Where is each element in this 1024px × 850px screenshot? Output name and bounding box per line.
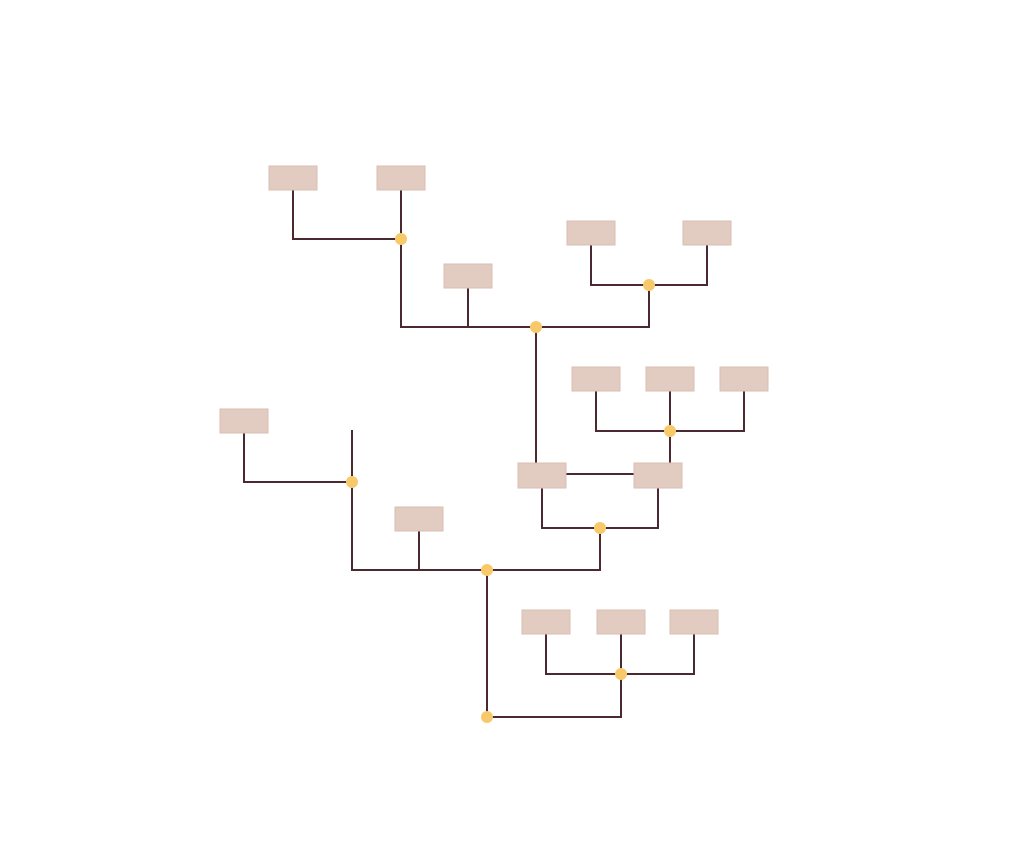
union-node[interactable] xyxy=(530,321,542,333)
union-node[interactable] xyxy=(395,233,407,245)
connector-line xyxy=(243,433,352,483)
person-box[interactable] xyxy=(682,220,732,246)
person-box[interactable] xyxy=(394,506,444,532)
connector-line xyxy=(486,570,622,718)
person-box[interactable] xyxy=(566,220,616,246)
person-box[interactable] xyxy=(669,609,719,635)
person-box[interactable] xyxy=(268,165,318,191)
person-box[interactable] xyxy=(521,609,571,635)
union-node[interactable] xyxy=(615,668,627,680)
person-box[interactable] xyxy=(571,366,621,392)
person-box[interactable] xyxy=(517,462,567,489)
union-node[interactable] xyxy=(594,522,606,534)
person-box[interactable] xyxy=(719,366,769,392)
person-box[interactable] xyxy=(219,408,269,434)
connector-lines xyxy=(243,190,745,718)
union-node[interactable] xyxy=(664,425,676,437)
union-node[interactable] xyxy=(346,476,358,488)
connector-line xyxy=(351,430,601,571)
person-box[interactable] xyxy=(596,609,646,635)
person-boxes xyxy=(219,165,769,635)
union-node[interactable] xyxy=(481,564,493,576)
connector-line xyxy=(292,190,401,240)
connector-line xyxy=(400,239,650,328)
person-box[interactable] xyxy=(645,366,695,392)
union-node[interactable] xyxy=(481,711,493,723)
person-box[interactable] xyxy=(443,263,493,289)
person-box[interactable] xyxy=(376,165,426,191)
union-nodes xyxy=(346,233,676,723)
person-box[interactable] xyxy=(633,462,683,489)
union-node[interactable] xyxy=(643,279,655,291)
